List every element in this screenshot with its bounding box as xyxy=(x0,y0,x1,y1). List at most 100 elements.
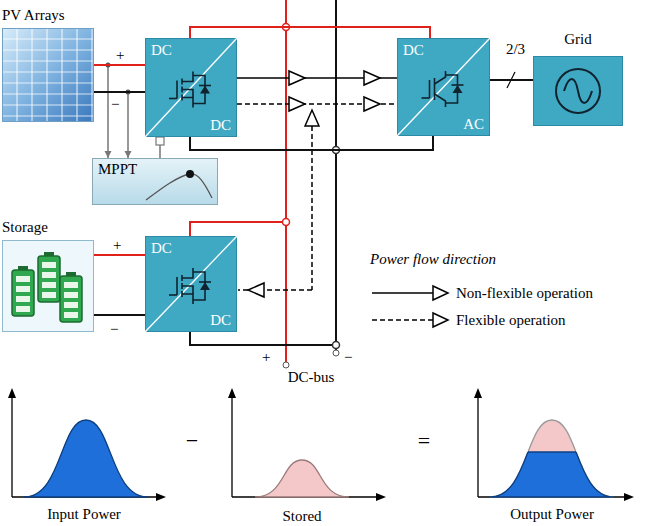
chart-axis xyxy=(477,396,478,497)
power-flow-arrow xyxy=(364,71,380,85)
dc-bus xyxy=(333,350,339,356)
inverter-drawing xyxy=(435,71,446,84)
inverter-drawing xyxy=(429,80,431,98)
bus-sign: − xyxy=(344,348,352,366)
grid-box-drawing xyxy=(533,56,623,126)
storage-battery-drawing xyxy=(64,292,78,298)
pv-array-drawing xyxy=(3,104,93,105)
dcdc-converter: DCDC xyxy=(145,236,237,332)
legend-text: Flexible operation xyxy=(456,311,566,329)
pv-array-drawing xyxy=(3,71,93,72)
pv-array-drawing xyxy=(76,29,77,121)
storage-battery-drawing xyxy=(64,302,78,308)
pv-array-drawing xyxy=(3,115,93,116)
storage-battery: Storage xyxy=(2,218,94,332)
power-flow-arrow xyxy=(289,71,305,85)
node-text: DC xyxy=(151,41,172,59)
junction-dot xyxy=(283,219,290,226)
bus-sign: + xyxy=(262,348,270,366)
dcdc-converter-drawing xyxy=(182,72,193,82)
junction-dot xyxy=(283,24,340,349)
chart-caption: Input Power xyxy=(47,505,121,523)
inverter: DC AC xyxy=(397,38,490,136)
dcdc-converter-drawing xyxy=(182,98,193,108)
dc-bus xyxy=(285,0,287,362)
pv-array-drawing xyxy=(2,28,94,122)
dcdc-converter: DC DC xyxy=(145,38,237,137)
junction-dot xyxy=(333,342,340,349)
wire xyxy=(190,27,430,38)
storage-battery-drawing xyxy=(64,282,78,288)
dcdc-converter-drawing xyxy=(200,282,210,290)
terminal-sign: + xyxy=(116,46,124,64)
dcdc-converter-drawing xyxy=(145,236,237,332)
storage-battery-drawing xyxy=(60,276,82,322)
wire xyxy=(94,314,145,316)
node-text: DC xyxy=(403,41,424,59)
operator-sign: − xyxy=(186,428,198,454)
mppt-box: MPPT xyxy=(92,158,218,205)
chart-axis xyxy=(228,388,236,398)
legend-sample xyxy=(372,286,448,327)
dcdc-converter-drawing xyxy=(199,281,211,283)
dcdc-converter-drawing xyxy=(182,90,193,98)
power-curve xyxy=(528,451,576,452)
dcdc-converter-drawing xyxy=(200,86,210,94)
power-curve xyxy=(490,420,614,497)
chart-caption: Stored xyxy=(282,507,321,525)
inverter-drawing xyxy=(452,84,464,86)
chart-axis xyxy=(156,493,166,501)
wire xyxy=(94,92,128,158)
power-flow-arrow xyxy=(289,97,305,111)
node-text: AC xyxy=(463,115,484,133)
pv-array-drawing xyxy=(91,29,92,121)
inverter-drawing xyxy=(422,97,430,99)
mppt-box-drawing xyxy=(186,170,194,178)
pv-array-drawing xyxy=(3,82,93,83)
node-text: DC xyxy=(210,116,231,134)
bus-tap xyxy=(190,222,286,236)
power-flow-arrow xyxy=(364,97,380,111)
storage-battery-drawing xyxy=(16,306,30,312)
node-text: DC xyxy=(210,311,231,329)
chart-caption: Output Power xyxy=(510,505,594,523)
pv-array-drawing xyxy=(3,29,94,122)
inverter-drawing xyxy=(397,38,490,136)
storage-battery-drawing xyxy=(12,270,34,316)
storage-battery-drawing xyxy=(16,276,30,282)
power-curve xyxy=(24,420,614,497)
bus-label: DC-bus xyxy=(288,368,335,386)
storage-battery-drawing xyxy=(42,292,56,298)
chart-axis xyxy=(474,388,482,398)
edge-label: 2/3 xyxy=(506,40,525,58)
wire xyxy=(94,64,145,66)
inverter-drawing xyxy=(435,94,446,107)
chart-axis xyxy=(624,493,634,501)
chart-axis xyxy=(8,388,634,501)
dc-bus xyxy=(283,362,289,368)
arrowhead xyxy=(105,151,112,158)
chart-axis xyxy=(231,396,232,497)
dcdc-converter-drawing xyxy=(145,38,237,137)
power-curve xyxy=(490,452,614,497)
legend-text: Non-flexible operation xyxy=(456,284,593,302)
wire xyxy=(94,254,145,256)
pv-array-drawing xyxy=(3,93,93,94)
storage-battery-drawing xyxy=(42,262,56,268)
wire-connector xyxy=(490,80,533,81)
dcdc-converter-drawing xyxy=(199,85,211,87)
operator-sign: = xyxy=(418,428,430,454)
wire xyxy=(190,136,433,150)
wire-connector xyxy=(94,63,132,159)
dcdc-converter-drawing xyxy=(182,294,193,304)
storage-battery-drawing xyxy=(16,286,30,292)
mppt-box-drawing xyxy=(146,174,212,200)
legend-sample xyxy=(372,292,433,294)
storage-battery-drawing xyxy=(16,296,30,302)
node-text: Storage xyxy=(2,218,94,236)
dcdc-converter-drawing xyxy=(169,294,177,296)
node-text: MPPT xyxy=(98,160,212,178)
storage-battery-drawing xyxy=(3,241,94,332)
bus-tap xyxy=(190,332,336,345)
